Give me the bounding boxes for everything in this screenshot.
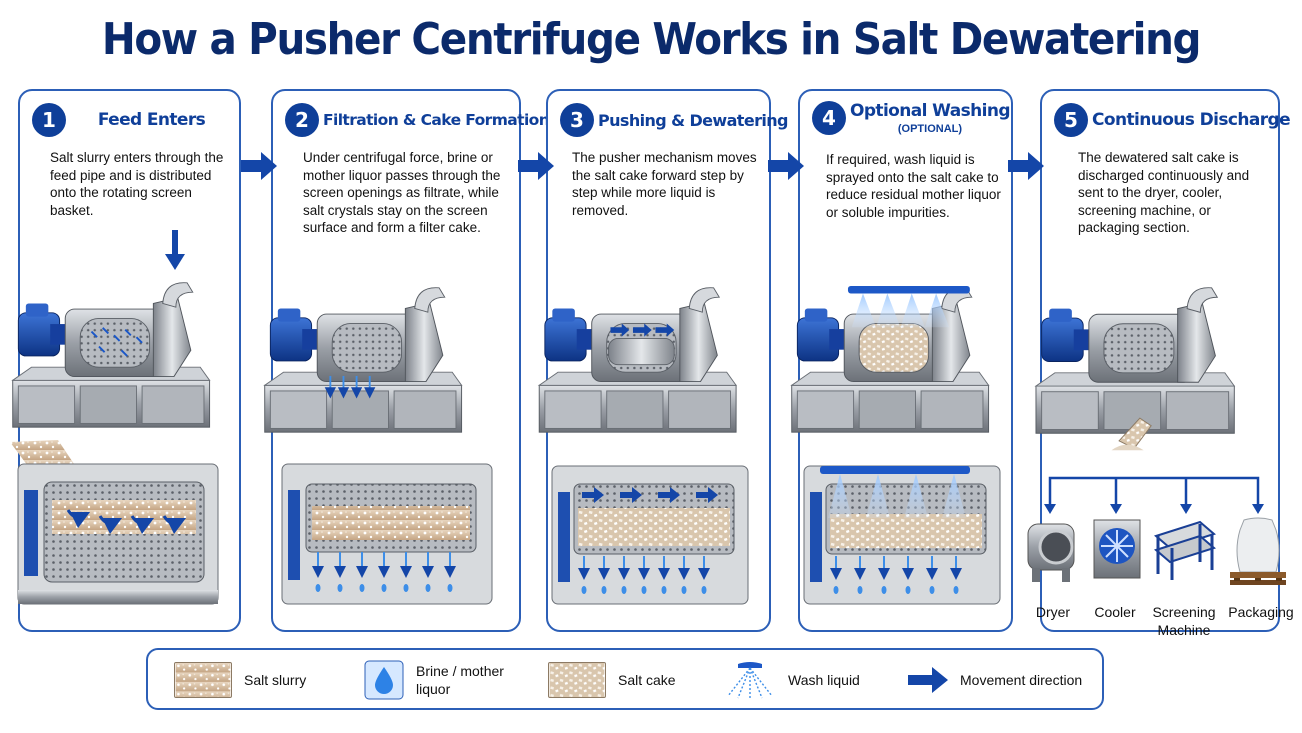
centrifuge-machine-illustration [12,282,211,428]
centrifuge-machine-illustration [538,287,737,433]
destination-label-cooler: Cooler [1094,604,1136,620]
centrifuge-machine-illustration [1035,287,1235,451]
legend-item-brine: Brine / mother liquor [364,660,506,700]
spray-nozzle-icon [727,662,773,699]
legend-item-wash-liquid: Wash liquid [724,660,860,700]
step-title: Continuous Discharge [1092,110,1291,130]
flow-arrow-icon [768,152,804,180]
flow-arrow-icon [518,152,554,180]
packaging-bag-icon [1230,517,1286,585]
destination-label-packaging: Packaging [1228,604,1294,620]
legend-item-movement-direction: Movement direction [908,660,1082,700]
step-description: The dewatered salt cake is discharged co… [1078,150,1250,235]
step-header: 5 Continuous Discharge [1054,103,1291,137]
legend-label: Brine / mother liquor [416,663,504,697]
step-number-badge: 5 [1054,103,1088,137]
dryer-icon [1027,523,1075,582]
salt-cake-swatch-icon [548,662,606,698]
screening-machine-icon [1153,520,1217,580]
distribution-arrows [1044,476,1264,514]
basket-cutaway-illustration [803,465,1001,605]
cooler-icon [1093,519,1141,579]
step-number-badge: 4 [812,101,846,135]
legend-item-salt-cake: Salt cake [548,660,676,700]
feed-arrow-icon [165,230,185,270]
legend-label: Salt cake [618,672,676,688]
step-title: Pushing & Dewatering [598,110,788,130]
step-subtitle: (OPTIONAL) [897,123,963,135]
step-header: 1 Feed Enters [32,103,233,137]
step-number-badge: 3 [560,103,594,137]
legend-label: Movement direction [960,672,1083,688]
page-title: How a Pusher Centrifuge Works in Salt De… [101,14,1202,65]
step-number-badge: 1 [32,103,66,137]
step-header: 4 Optional Washing (OPTIONAL) [812,101,1011,135]
legend-item-salt-slurry: Salt slurry [174,660,306,700]
arrow-right-icon [908,667,948,693]
destination-label-dryer: Dryer [1035,604,1071,620]
flow-arrow-icon [1008,152,1044,180]
flow-arrow-icon [241,152,277,180]
step-header: 3 Pushing & Dewatering [560,103,788,137]
legend-label: Wash liquid [788,672,860,688]
salt-slurry-swatch-icon [174,662,232,698]
step-title: Feed Enters [97,110,206,130]
step-title: Filtration & Cake Formation [323,111,550,129]
basket-cutaway-illustration [281,463,493,605]
step-number-badge: 2 [285,103,319,137]
step-description: The pusher mechanism moves the salt cake… [572,150,757,218]
centrifuge-machine-illustration [791,285,990,433]
step-header: 2 Filtration & Cake Formation [285,103,550,137]
step-description: If required, wash liquid is sprayed onto… [826,152,1001,220]
legend-label: Salt slurry [244,672,307,688]
basket-cutaway-illustration [551,465,749,605]
step-description: Salt slurry enters through the feed pipe… [50,150,224,218]
step-description: Under centrifugal force, brine or mother… [303,150,501,235]
centrifuge-machine-illustration [264,287,463,433]
basket-cutaway-illustration [10,440,219,605]
destination-label-screening-machine: Screening Machine [1152,604,1216,638]
legend: Salt slurry Brine / mother liquor Salt c… [146,648,1104,710]
droplet-icon [364,660,404,700]
step-title: Optional Washing [850,101,1011,121]
